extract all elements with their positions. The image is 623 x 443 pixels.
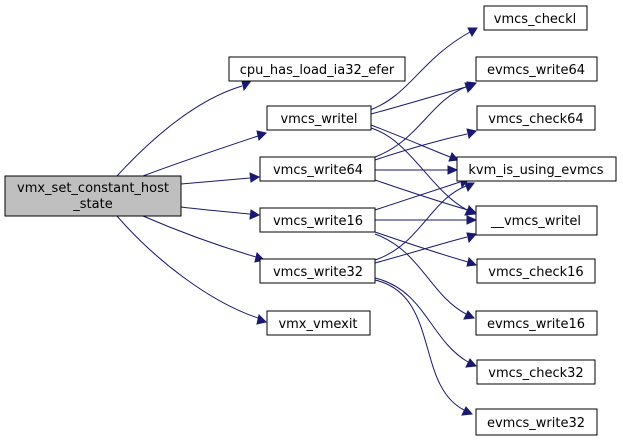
node-label: vmcs_write32 xyxy=(273,265,363,280)
edge-root-vmcs-write16 xyxy=(180,206,261,220)
nodes: vmx_set_constant_host _state cpu_has_loa… xyxy=(4,5,617,436)
node-label: vmcs_check16 xyxy=(488,265,583,280)
edge-vmcs-write64-kvm-is-using-evmcs xyxy=(375,165,459,175)
node-label: vmcs_checkl xyxy=(494,12,576,27)
node-label: vmcs_write16 xyxy=(273,214,363,229)
node-label: evmcs_write32 xyxy=(487,416,585,431)
edge-root-vmcs-writel xyxy=(142,130,267,177)
node-evmcs-write32[interactable]: evmcs_write32 xyxy=(475,408,598,436)
node-label: __vmcs_writel xyxy=(490,214,581,229)
edge-vmcs-write64-evmcs-write64 xyxy=(374,81,477,158)
edge-vmcs-write16-kvm-is-using-evmcs xyxy=(374,177,471,211)
node-vmcs-check64[interactable]: vmcs_check64 xyxy=(476,105,596,131)
node-cpu-has-load-ia32-efer[interactable]: cpu_has_load_ia32_efer xyxy=(228,56,406,82)
node-vmcs-write32[interactable]: vmcs_write32 xyxy=(259,258,376,284)
edge-vmcs-writel-kvm-is-using-evmcs xyxy=(370,124,459,162)
node-evmcs-write64[interactable]: evmcs_write64 xyxy=(475,56,598,82)
node-vmcs-check16[interactable]: vmcs_check16 xyxy=(476,258,596,284)
node-vmcs-writel[interactable]: vmcs_writel xyxy=(266,105,372,131)
edge-vmcs-write64-vmcs-check64 xyxy=(374,128,477,161)
edge-vmcs-writel-evmcs-write64 xyxy=(370,82,475,115)
node-vmcs-check32[interactable]: vmcs_check32 xyxy=(476,359,596,385)
node-label: evmcs_write64 xyxy=(487,63,585,78)
node-label: evmcs_write16 xyxy=(487,317,585,332)
node-evmcs-write16[interactable]: evmcs_write16 xyxy=(475,310,598,336)
edge-root-vmcs-write64 xyxy=(180,172,261,185)
node-kvm-is-using-evmcs[interactable]: kvm_is_using_evmcs xyxy=(456,156,617,182)
node-vmcs-write16[interactable]: vmcs_write16 xyxy=(259,207,376,233)
node-vmcs-writel-inner[interactable]: __vmcs_writel xyxy=(475,205,598,236)
node-label: vmcs_write64 xyxy=(273,163,363,178)
edge-vmcs-write64-vmcs-writel-inner xyxy=(374,179,477,216)
edge-root-vmx-vmexit xyxy=(116,215,267,325)
edges xyxy=(116,27,478,416)
node-vmx-set-constant-host-state[interactable]: vmx_set_constant_host _state xyxy=(4,175,182,217)
node-label: vmcs_writel xyxy=(280,112,357,127)
node-label-line-1: vmx_set_constant_host xyxy=(17,181,169,196)
edge-vmcs-write32-evmcs-write32 xyxy=(374,279,474,416)
node-label: vmcs_check64 xyxy=(488,112,583,127)
node-vmcs-checkl[interactable]: vmcs_checkl xyxy=(483,5,588,31)
edge-root-vmcs-write32 xyxy=(142,215,265,263)
node-label-line-2: _state xyxy=(72,197,112,212)
edge-vmcs-write32-vmcs-writel-inner xyxy=(374,232,478,264)
edge-vmcs-write16-evmcs-write16 xyxy=(374,233,476,320)
edge-vmcs-writel-vmcs-checkl xyxy=(369,27,478,111)
node-label: vmx_vmexit xyxy=(278,317,357,332)
edge-vmcs-write16-vmcs-writel-inner xyxy=(375,215,478,225)
node-label: cpu_has_load_ia32_efer xyxy=(240,63,395,78)
edge-vmcs-write32-vmcs-check32 xyxy=(374,277,478,368)
node-label: vmcs_check32 xyxy=(488,366,583,381)
node-vmcs-write64[interactable]: vmcs_write64 xyxy=(259,156,376,182)
node-label: kvm_is_using_evmcs xyxy=(468,163,603,178)
node-vmx-vmexit[interactable]: vmx_vmexit xyxy=(266,310,371,336)
edge-vmcs-write32-kvm-is-using-evmcs xyxy=(374,182,475,261)
